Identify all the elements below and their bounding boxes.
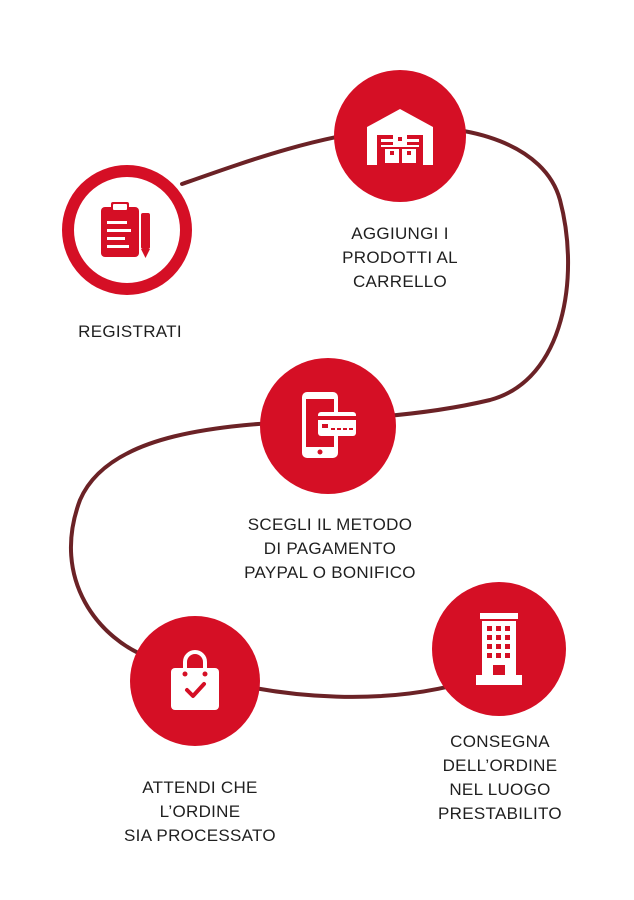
- label-line: PRESTABILITO: [438, 804, 562, 823]
- step-consegna-label: CONSEGNA DELL’ORDINE NEL LUOGO PRESTABIL…: [410, 730, 590, 826]
- label-line: REGISTRATI: [78, 322, 182, 341]
- step-scegli-circle: [260, 358, 396, 494]
- step-aggiungi-circle: [334, 70, 466, 202]
- step-attendi-label: ATTENDI CHE L’ORDINE SIA PROCESSATO: [100, 776, 300, 848]
- label-line: PAYPAL O BONIFICO: [244, 563, 416, 582]
- label-line: DELL’ORDINE: [442, 756, 558, 775]
- step-scegli-label: SCEGLI IL METODO DI PAGAMENTO PAYPAL O B…: [210, 513, 450, 585]
- shopping-bag-check-icon: [167, 650, 223, 712]
- label-line: ATTENDI CHE: [142, 778, 258, 797]
- warehouse-boxes-icon: [363, 105, 437, 167]
- phone-card-icon: [296, 390, 360, 462]
- step-registrati-label: REGISTRATI: [40, 320, 220, 344]
- step-aggiungi-label: AGGIUNGI I PRODOTTI AL CARRELLO: [310, 222, 490, 294]
- label-line: DI PAGAMENTO: [263, 539, 397, 558]
- step-consegna-circle: [432, 582, 566, 716]
- label-line: NEL LUOGO: [449, 780, 551, 799]
- clipboard-pen-icon: [75, 178, 179, 282]
- step-attendi-circle: [130, 616, 260, 746]
- label-line: L’ORDINE: [159, 802, 241, 821]
- label-line: SCEGLI IL METODO: [247, 515, 413, 534]
- step-registrati-circle: [62, 165, 192, 295]
- label-line: SIA PROCESSATO: [124, 826, 276, 845]
- label-line: AGGIUNGI I: [351, 224, 449, 243]
- label-line: CARRELLO: [352, 272, 448, 291]
- building-icon: [474, 611, 524, 687]
- label-line: CONSEGNA: [450, 732, 550, 751]
- label-line: PRODOTTI AL: [342, 248, 458, 267]
